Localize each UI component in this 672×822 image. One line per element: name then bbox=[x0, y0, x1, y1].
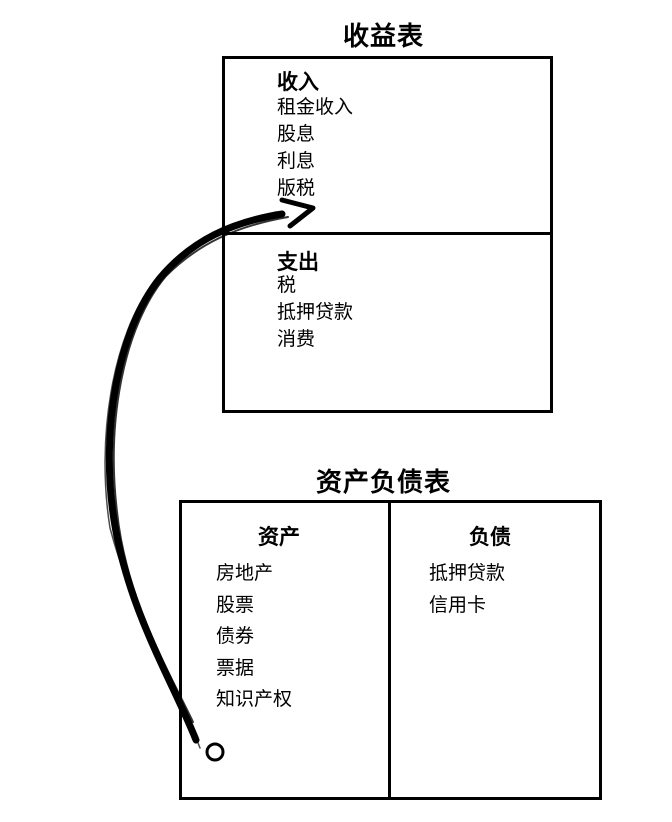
income-list: 租金收入 股息 利息 版税 bbox=[277, 94, 353, 202]
income-expense-divider bbox=[222, 232, 553, 235]
liabilities-list: 抵押贷款 信用卡 bbox=[429, 558, 505, 621]
income-heading: 收入 bbox=[277, 70, 319, 94]
expense-item-mortgage: 抵押贷款 bbox=[277, 301, 354, 323]
balance-sheet-title: 资产负债表 bbox=[316, 468, 452, 498]
expenses-list: 税 抵押贷款 消费 bbox=[277, 272, 353, 353]
assets-list: 房地产 股票 债券 票据 知识产权 bbox=[216, 558, 292, 716]
income-item-rent: 租金收入 bbox=[277, 96, 354, 118]
liability-item-credit-card: 信用卡 bbox=[429, 593, 487, 616]
income-statement-title: 收益表 bbox=[343, 22, 425, 52]
asset-item-real-estate: 房地产 bbox=[216, 562, 274, 584]
expense-item-consumption: 消费 bbox=[277, 328, 316, 350]
assets-heading: 资产 bbox=[258, 525, 300, 549]
liability-item-mortgage: 抵押贷款 bbox=[429, 562, 506, 584]
liabilities-heading: 负债 bbox=[469, 525, 511, 549]
expense-item-taxes: 税 bbox=[277, 274, 297, 296]
asset-item-notes: 票据 bbox=[216, 656, 255, 679]
income-item-interest: 利息 bbox=[277, 150, 316, 172]
asset-item-bonds: 债券 bbox=[216, 625, 255, 647]
asset-item-intellectual-property: 知识产权 bbox=[216, 688, 293, 710]
income-item-dividends: 股息 bbox=[277, 123, 316, 145]
asset-item-stocks: 股票 bbox=[216, 593, 255, 616]
income-item-royalties: 版税 bbox=[277, 177, 316, 199]
assets-liabilities-divider bbox=[388, 500, 391, 800]
